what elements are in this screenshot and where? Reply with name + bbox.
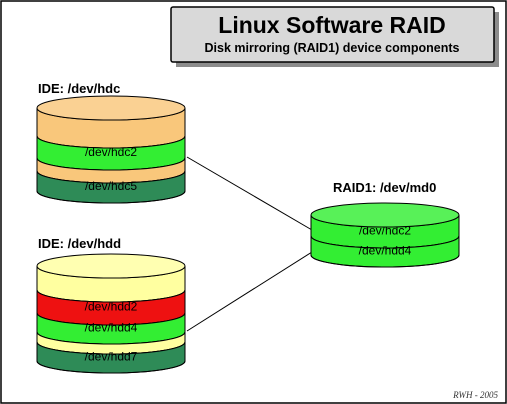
partition-label-hdd4: /dev/hdd4 [85,321,138,335]
partition-label-hdc5: /dev/hdc5 [85,179,137,193]
disk-label-hdd: IDE: /dev/hdd [38,236,121,251]
credit-text: RWH - 2005 [452,390,498,400]
title-box-fill [170,6,495,63]
diagram-subtitle: Disk mirroring (RAID1) device components [205,41,460,55]
disk-cylinder-hdd: /dev/hdd2/dev/hdd4/dev/hdd7 [36,253,186,374]
hdc-band-edge-3 [36,190,186,204]
disk-label-hdc: IDE: /dev/hdc [38,81,120,96]
partition-label-hdd7: /dev/hdd7 [85,350,138,364]
disk-cylinder-hdc: /dev/hdc2/dev/hdc5 [36,95,186,204]
connectors [186,156,313,332]
hdd-band-edge-4 [36,360,186,374]
partition-label-hdd4: /dev/hdd4 [359,244,412,258]
md0-top-face [310,202,460,228]
title-box: Linux Software RAID Disk mirroring (RAID… [170,6,499,67]
connector-hdd4-to-md0 [186,251,313,332]
hdc-top-face [36,95,186,121]
partition-label-hdc2: /dev/hdc2 [85,145,137,159]
hdd-top-face [36,253,186,279]
disk-label-md0: RAID1: /dev/md0 [333,180,436,195]
partition-label-hdd2: /dev/hdd2 [85,300,138,314]
connector-hdc2-to-md0 [186,156,313,231]
md0-band-edge-1 [310,254,460,268]
disk-cylinder-md0: /dev/hdc2/dev/hdd4 [310,202,460,268]
diagram-title: Linux Software RAID [218,12,445,38]
